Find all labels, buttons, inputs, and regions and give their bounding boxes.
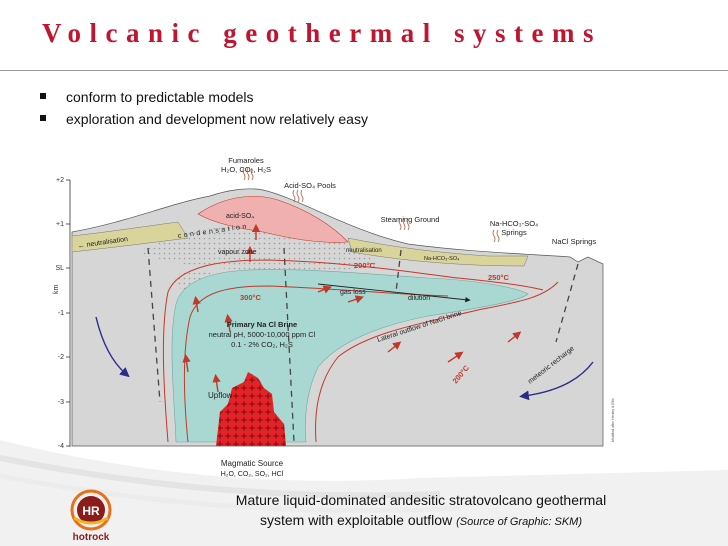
bullet-list: conform to predictable models exploratio… [38, 86, 368, 130]
gas-loss-label: gas loss [340, 289, 366, 296]
isotherm-200-upper [162, 259, 544, 443]
logo-initials: HR [82, 504, 100, 518]
temp-200-label: 200°C [354, 261, 376, 270]
temp-300-label: 300°C [240, 293, 262, 302]
slide-title: Volcanic geothermal systems [42, 18, 602, 48]
y-tick-label: -3 [58, 399, 64, 406]
isotherm-300 [184, 285, 449, 443]
fumaroles-gas-label: H₂O, CO₂, H₂S [221, 165, 271, 174]
steaming-ground-label: Steaming Ground [381, 215, 440, 224]
acid-so4-label: acid-SO₄ [226, 213, 254, 220]
magmatic-source-label: Magmatic Source [221, 459, 284, 468]
fumaroles-label: Fumaroles [228, 156, 264, 165]
y-axis-unit: km [53, 285, 60, 295]
brine-ph: neutral pH, 5000-10,000 ppm Cl [209, 330, 316, 339]
y-tick-label: +1 [56, 221, 64, 228]
logo-wordmark: hotrock [73, 532, 110, 543]
condensate-layer-right [347, 237, 529, 267]
acid-pools-label: Acid-SO₄ Pools [284, 181, 336, 190]
na-hco3-springs-label: Na-HCO₃-SO₄ [490, 219, 538, 228]
dilution-label: dilution [408, 295, 430, 302]
na-hco3-zone-label: Na-HCO₃-SO₄ [424, 256, 460, 262]
y-tick-label: +2 [56, 177, 64, 184]
y-tick-label: -2 [58, 354, 64, 361]
caption-source: (Source of Graphic: SKM) [456, 516, 583, 528]
nacl-springs-label: NaCl Springs [552, 237, 596, 246]
condensate-layer-left [71, 221, 189, 253]
figure-caption: Mature liquid-dominated andesitic strato… [186, 490, 656, 532]
geothermal-cross-section-diagram: +2 +1 SL -1 -2 -3 -4 km [53, 156, 615, 478]
hotrock-logo: HR hotrock [70, 489, 112, 543]
diagram-credit: Modified after Henley & Ellis [611, 398, 615, 442]
brine-gas: 0.1 - 2% CO₂, H₂S [231, 340, 293, 349]
magmatic-gas-label: H₂O, CO₂, SO₂, HCl [221, 471, 284, 478]
bullet-item: exploration and development now relative… [38, 108, 368, 130]
caption-line-1: Mature liquid-dominated andesitic strato… [235, 492, 607, 508]
y-tick-label: -1 [58, 310, 64, 317]
caption-line-2: system with exploitable outflow (Source … [259, 512, 583, 528]
y-tick-label: -4 [58, 443, 64, 450]
vapour-zone-label: vapour zone [218, 249, 257, 256]
bullet-icon [40, 93, 46, 99]
isotherm-200-lower [315, 281, 559, 443]
upflow-label: Upflow [208, 391, 233, 400]
acid-so4-zone [197, 195, 349, 243]
title-divider [0, 70, 728, 71]
bullet-icon [40, 115, 46, 121]
brine-title: Primary Na Cl Brine [227, 320, 297, 329]
bullet-item: conform to predictable models [38, 86, 368, 108]
neutralisation-right-label: neutralisation [346, 248, 382, 254]
na-hco3-springs-label: Springs [501, 228, 527, 237]
temp-250-label: 250°C [488, 273, 510, 282]
y-tick-label: SL [55, 265, 64, 272]
